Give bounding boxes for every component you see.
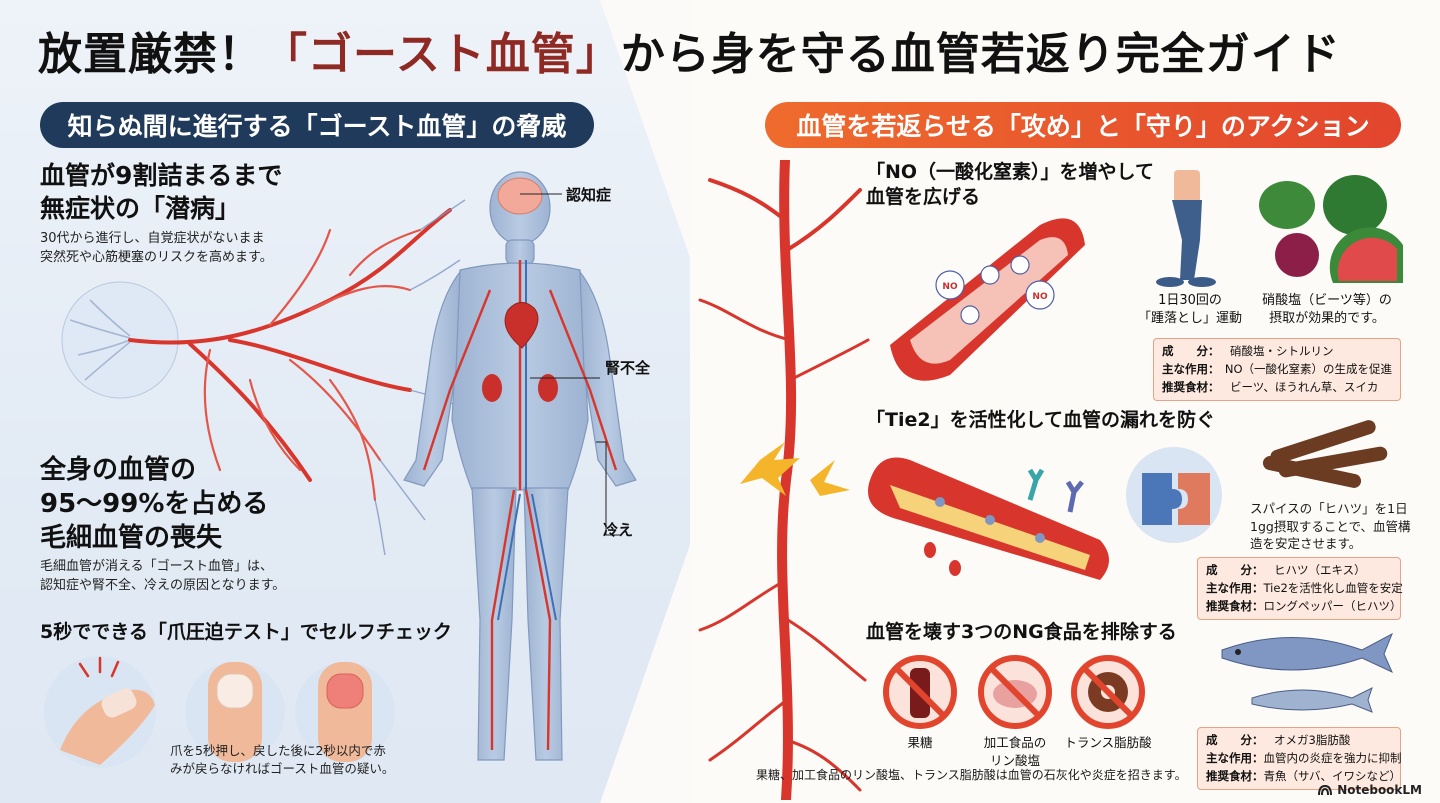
info-value: ビーツ、ほうれん草、スイカ <box>1230 379 1379 394</box>
exercise-caption: 1日30回の 「踵落とし」運動 <box>1130 292 1250 328</box>
info-key: 主な作用： <box>1206 750 1264 765</box>
no-info-row: 成 分： 硝酸塩・シトルリン <box>1162 343 1392 361</box>
no-info-row: 推奨食材： ビーツ、ほうれん草、スイカ <box>1162 379 1392 397</box>
nail-desc-line1: 爪を5秒押し、戻した後に2秒以内で赤 <box>170 743 386 758</box>
capillary-title-line2: 95〜99%を占める <box>40 488 269 519</box>
capillary-desc-line2: 認知症や腎不全、冷えの原因となります。 <box>40 577 286 593</box>
phosphate-prohibited-icon <box>978 655 1052 729</box>
info-key: 主な作用： <box>1206 580 1264 595</box>
tie2-info-row: 成 分： ヒハツ（エキス） <box>1206 562 1392 580</box>
left-section-header: 知らぬ間に進行する「ゴースト血管」の脅威 <box>40 102 594 148</box>
info-key: 主な作用： <box>1162 361 1220 376</box>
right-section-header: 血管を若返らせる「攻め」と「守り」のアクション <box>765 102 1401 148</box>
capillary-loss-desc: 毛細血管が消える「ゴースト血管」は、 認知症や腎不全、冷えの原因となります。 <box>40 558 285 596</box>
info-value: ロングペッパー（ヒハツ） <box>1263 598 1402 613</box>
central-vessel-illustration <box>698 160 870 800</box>
label-cold: 冷え <box>603 521 634 539</box>
info-value: 血管内の炎症を強力に抑制 <box>1263 750 1402 765</box>
fructose-prohibited-icon <box>883 655 957 729</box>
omega3-info-row: 主な作用：血管内の炎症を強力に抑制 <box>1206 750 1402 768</box>
no-info-box: 成 分： 硝酸塩・シトルリン 主な作用： NO（一酸化窒素）の生成を促進 推奨食材：… <box>1153 338 1401 402</box>
no-info-row: 主な作用： NO（一酸化窒素）の生成を促進 <box>1162 361 1392 379</box>
exercise-caption-line1: 1日30回の <box>1158 293 1222 308</box>
capillary-title-line1: 全身の血管の <box>40 455 197 485</box>
heel-drop-exercise-icon <box>1156 170 1216 287</box>
nail-test-illustration <box>44 656 395 768</box>
body-callout-lines <box>520 193 620 536</box>
ng-item-label: トランス脂肪酸 <box>1064 735 1152 750</box>
tie2-desc-line1: スパイスの「ヒハツ」を1日 <box>1250 501 1408 516</box>
info-key: 成 分： <box>1162 344 1220 358</box>
omega3-info-row: 成 分： オメガ3脂肪酸 <box>1206 732 1392 750</box>
label-dementia: 認知症 <box>566 186 612 204</box>
tie2-desc-line2: 1gg摂取することで、血管構 <box>1250 518 1411 534</box>
tie2-info-row: 主な作用：Tie2を活性化し血管を安定 <box>1206 580 1403 598</box>
info-key: 推奨食材： <box>1206 598 1264 613</box>
long-pepper-icon <box>1262 420 1388 488</box>
latent-title-line2: 無症状の「潜病」 <box>40 193 241 223</box>
info-key: 成 分： <box>1206 733 1264 747</box>
info-value: NO（一酸化窒素）の生成を促進 <box>1224 361 1392 376</box>
info-value: ヒハツ（エキス） <box>1274 563 1366 577</box>
tie2-info-box: 成 分： ヒハツ（エキス） 主な作用：Tie2を活性化し血管を安定 推奨食材：ロン… <box>1197 557 1403 621</box>
ng-item-label: 果糖 <box>907 735 933 750</box>
title-accent: 「ゴースト血管」 <box>263 29 621 80</box>
exercise-caption-line2: 「踵落とし」運動 <box>1137 311 1242 327</box>
tie2-section-title: 「Tie2」を活性化して血管の漏れを防ぐ <box>866 409 1216 431</box>
label-kidney-failure: 腎不全 <box>605 359 651 377</box>
ng-item-phosphate: 加工食品の リン酸塩 <box>965 734 1065 769</box>
nitrate-caption: 硝酸塩（ビーツ等）の 摂取が効果的です。 <box>1252 292 1402 328</box>
trans-fat-prohibited-icon <box>1071 655 1145 729</box>
nail-test-title: 5秒でできる「爪圧迫テスト」でセルフチェック <box>40 621 452 643</box>
tie2-desc-line3: 造を安定させます。 <box>1250 536 1362 551</box>
ng-item-label: 加工食品の <box>983 735 1047 750</box>
info-value: オメガ3脂肪酸 <box>1274 733 1351 747</box>
latent-title-line1: 血管が9割詰まるまで <box>40 161 283 190</box>
info-value: Tie2を活性化し血管を安定 <box>1263 580 1403 595</box>
nitrate-caption-line2: 摂取が効果的です。 <box>1269 311 1385 327</box>
no-section-title: 「NO（一酸化窒素）」を増やして 血管を広げる <box>866 160 1154 209</box>
ng-foods-footer: 果糖、加工食品のリン酸塩、トランス脂肪酸は血管の石灰化や炎症を招きます。 <box>756 768 1187 782</box>
page-title: 放置厳禁！「ゴースト血管」から身を守る血管若返り完全ガイド <box>38 18 1418 82</box>
no-title-line1: 「NO（一酸化窒素）」を増やして <box>866 161 1154 183</box>
ng-foods-title: 血管を壊す3つのNG食品を排除する <box>866 621 1177 643</box>
tie2-puzzle-icon <box>1126 447 1222 543</box>
no-title-line2: 血管を広げる <box>866 185 981 208</box>
branding-text: NotebookLM <box>1337 783 1422 797</box>
omega3-info-row: 推奨食材：青魚（サバ、イワシなど） <box>1206 768 1401 786</box>
latent-disease-desc: 30代から進行し、自覚症状がないまま 突然死や心筋梗塞のリスクを高めます。 <box>40 230 273 268</box>
tie2-vessel-illustration <box>868 457 1109 580</box>
ng-item-fructose: 果糖 <box>880 734 960 752</box>
capillary-loss-title: 全身の血管の 95〜99%を占める 毛細血管の喪失 <box>40 454 268 555</box>
ng-item-trans-fat: トランス脂肪酸 <box>1058 734 1158 752</box>
latent-disease-title: 血管が9割詰まるまで 無症状の「潜病」 <box>40 160 282 225</box>
human-body-illustration <box>403 171 637 761</box>
tie2-desc: スパイスの「ヒハツ」を1日 1gg摂取することで、血管構 造を安定させます。 <box>1250 500 1410 553</box>
info-key: 推奨食材： <box>1162 379 1220 394</box>
capillary-desc-line1: 毛細血管が消える「ゴースト血管」は、 <box>40 559 273 574</box>
title-suffix: から身を守る血管若返り完全ガイド <box>620 29 1341 80</box>
no-molecule-1: NO <box>942 282 958 292</box>
latent-desc-line2: 突然死や心筋梗塞のリスクを高めます。 <box>40 249 273 265</box>
info-value: 硝酸塩・シトルリン <box>1230 344 1334 358</box>
fish-icon <box>1221 632 1393 713</box>
nitrate-caption-line1: 硝酸塩（ビーツ等）の <box>1262 293 1392 308</box>
info-key: 成 分： <box>1206 563 1264 577</box>
no-vessel-illustration: NO NO <box>890 218 1085 381</box>
title-prefix: 放置厳禁！ <box>38 29 263 80</box>
tie2-info-row: 推奨食材：ロングペッパー（ヒハツ） <box>1206 598 1402 616</box>
notebooklm-logo: NotebookLM <box>1318 783 1422 797</box>
ng-item-label-line2: リン酸塩 <box>989 752 1040 768</box>
info-key: 推奨食材： <box>1206 768 1264 783</box>
nail-test-desc: 爪を5秒押し、戻した後に2秒以内で赤 みが戻らなければゴースト血管の疑い。 <box>170 742 394 778</box>
nail-desc-line2: みが戻らなければゴースト血管の疑い。 <box>170 761 395 777</box>
omega3-info-box: 成 分： オメガ3脂肪酸 主な作用：血管内の炎症を強力に抑制 推奨食材：青魚（サバ… <box>1197 727 1402 791</box>
beet-spinach-watermelon-icon <box>1259 175 1403 283</box>
capillary-illustration <box>61 199 469 556</box>
no-molecule-2: NO <box>1032 292 1048 302</box>
notebooklm-icon <box>1318 784 1333 796</box>
info-value: 青魚（サバ、イワシなど） <box>1263 768 1402 783</box>
capillary-title-line3: 毛細血管の喪失 <box>40 522 223 553</box>
latent-desc-line1: 30代から進行し、自覚症状がないまま <box>40 231 265 246</box>
